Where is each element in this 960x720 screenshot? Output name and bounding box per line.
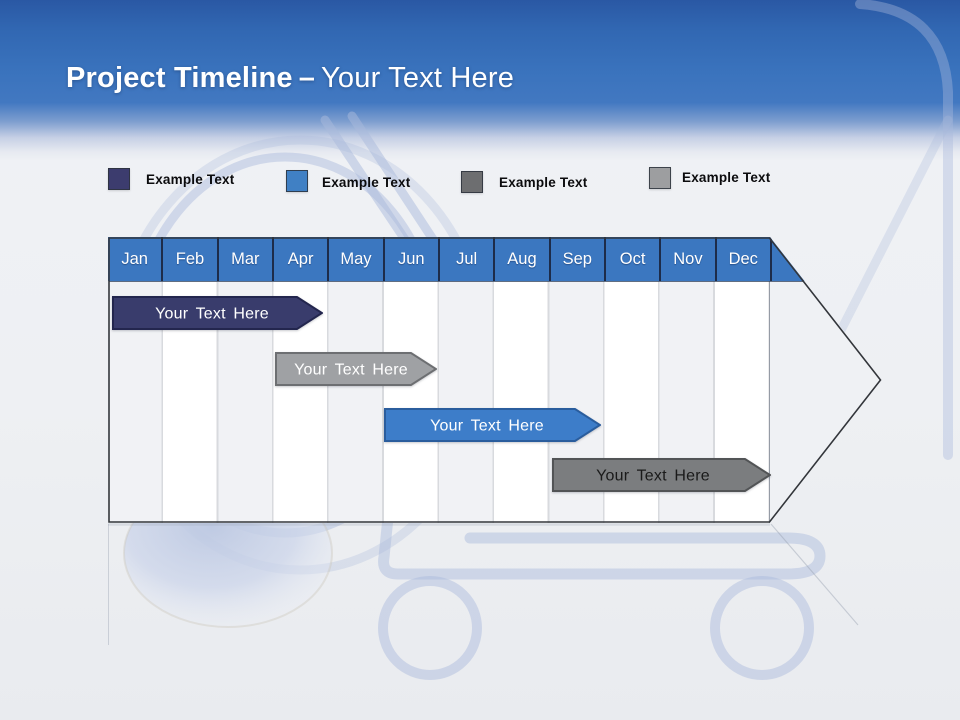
month-cells: Jan Feb Mar Apr May Jun Jul Aug Sep Oct … <box>108 237 772 281</box>
title-main: Project Timeline <box>66 62 293 94</box>
task-bar-label: Your Text Here <box>430 418 544 435</box>
month-cell-jun: Jun <box>385 237 440 281</box>
legend-label: Example Text <box>499 175 588 190</box>
month-cell-dec: Dec <box>717 237 772 281</box>
task-bar-2: Your Text Here <box>275 352 437 386</box>
cart-basket-frame <box>378 502 826 580</box>
legend-swatch-blue <box>286 170 308 192</box>
month-cell-apr: Apr <box>274 237 330 281</box>
task-bar-label: Your Text Here <box>294 362 408 379</box>
legend-swatch-navy <box>108 168 130 190</box>
month-cell-jul: Jul <box>440 237 496 281</box>
month-cell-sep: Sep <box>551 237 606 281</box>
task-bar-3: Your Text Here <box>384 408 601 442</box>
cart-frame-diagonal <box>831 115 953 345</box>
title-placeholder-text: Your Text Here <box>321 62 515 94</box>
task-bar-1: Your Text Here <box>112 296 323 330</box>
header-band <box>0 0 960 160</box>
month-cell-mar: Mar <box>219 237 274 281</box>
month-cell-aug: Aug <box>495 237 551 281</box>
task-bar-label: Your Text Here <box>596 468 710 485</box>
month-cell-feb: Feb <box>163 237 219 281</box>
cart-corner-top-right <box>855 0 953 460</box>
legend-label: Example Text <box>682 170 771 185</box>
legend-label: Example Text <box>322 175 411 190</box>
page-title: Project Timeline–Your Text Here <box>66 62 514 102</box>
task-bar-label: Your Text Here <box>155 306 269 323</box>
legend-swatch-darkgray <box>461 171 483 193</box>
cart-wheel-icon <box>378 576 482 680</box>
cart-handle-line <box>320 115 417 255</box>
timeline-chart: Jan Feb Mar Apr May Jun Jul Aug Sep Oct … <box>108 237 882 523</box>
month-cell-may: May <box>329 237 385 281</box>
month-cell-nov: Nov <box>661 237 717 281</box>
task-bar-4: Your Text Here <box>552 458 771 492</box>
month-header-row: Jan Feb Mar Apr May Jun Jul Aug Sep Oct … <box>108 237 882 281</box>
month-cell-jan: Jan <box>108 237 164 281</box>
legend-label: Example Text <box>146 172 235 187</box>
legend-swatch-lightgray <box>649 167 671 189</box>
title-dash: – <box>298 62 316 94</box>
cart-wheel-icon <box>710 576 814 680</box>
cart-handle-line <box>347 111 445 255</box>
table-reflection <box>108 523 859 645</box>
month-cell-oct: Oct <box>606 237 662 281</box>
